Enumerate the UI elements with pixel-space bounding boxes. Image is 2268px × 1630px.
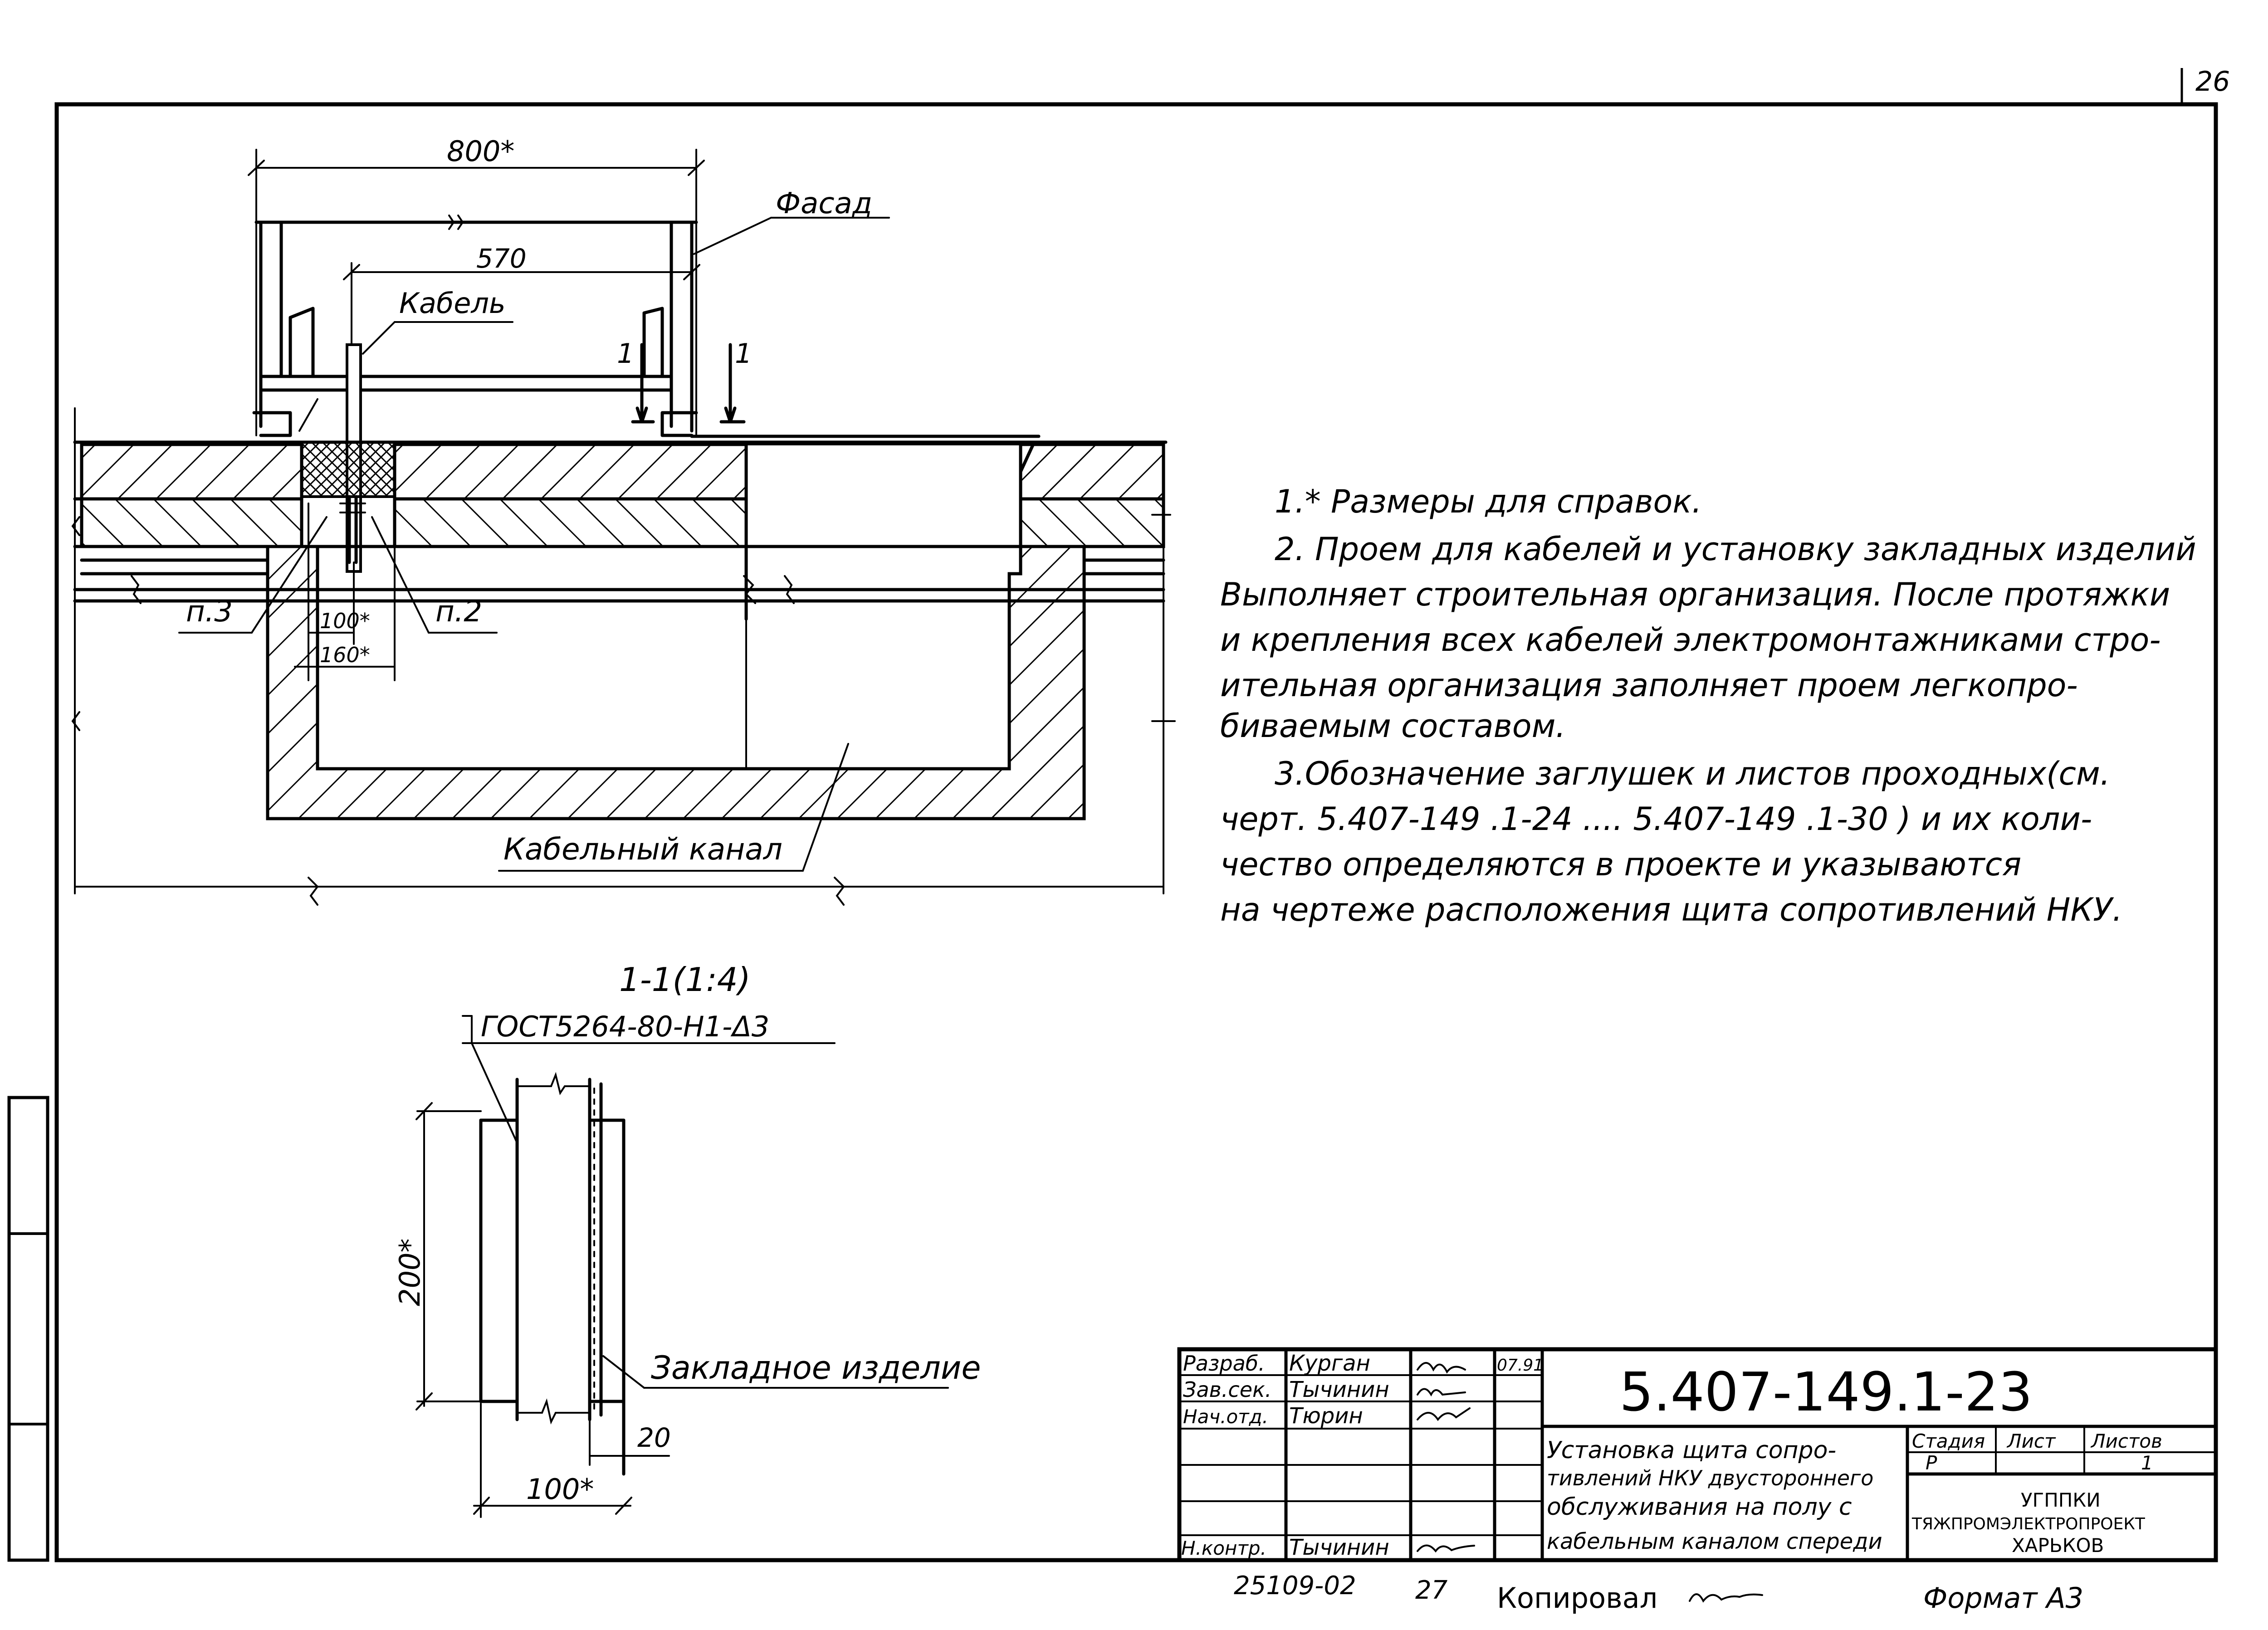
- doc-title-line-2: тивлений НКУ двустороннего: [1547, 1466, 1873, 1490]
- dim-800: 800*: [447, 135, 514, 168]
- note-line-7: 3.Обозначение заглушек и листов проходны…: [1275, 755, 2110, 792]
- tb-role-2: Нач.отд.: [1183, 1406, 1268, 1428]
- tb-date-0: 07.91: [1497, 1356, 1544, 1375]
- callout-p2: п.2: [435, 595, 482, 629]
- tb-stage-header: Стадия: [1912, 1430, 1985, 1452]
- section-mark-left: 1: [617, 338, 634, 370]
- dim-200: 200*: [393, 1239, 426, 1306]
- note-line-1: 1.* Размеры для справок.: [1275, 483, 1702, 520]
- doc-title-line-4: кабельным каналом спереди: [1547, 1529, 1882, 1554]
- dim-100-section: 100*: [526, 1473, 594, 1506]
- tb-role-6: Н.контр.: [1181, 1537, 1266, 1559]
- label-cable: Кабель: [399, 287, 506, 320]
- callout-p3: п.3: [186, 595, 233, 629]
- label-facade: Фасад: [776, 187, 872, 220]
- tb-sheet-header: Лист: [2006, 1430, 2056, 1452]
- tb-name-0: Курган: [1289, 1351, 1370, 1376]
- note-line-3: Выполняет строительная организация. Посл…: [1220, 576, 2170, 613]
- sheet-footer: 25109-02 27 Копировал Формат А3: [1234, 1571, 2083, 1615]
- tb-role-0: Разраб.: [1183, 1351, 1265, 1376]
- doc-title-line-1: Установка щита сопро-: [1547, 1437, 1836, 1464]
- general-notes: 1.* Размеры для справок. 2. Проем для ка…: [1220, 483, 2196, 928]
- footer-copied-by: Копировал: [1497, 1581, 1657, 1615]
- tb-name-6: Тычинин: [1289, 1535, 1389, 1560]
- dim-160-plan: 160*: [320, 643, 370, 667]
- dim-570: 570: [476, 243, 527, 274]
- org-line-3: ХАРЬКОВ: [2012, 1534, 2104, 1557]
- title-block: Разраб. Зав.сек. Нач.отд. Н.контр. Курга…: [1177, 1347, 2218, 1562]
- doc-title-line-3: обслуживания на полу с: [1547, 1493, 1852, 1521]
- dim-100-plan: 100*: [320, 609, 370, 633]
- note-line-10: на чертеже расположения щита сопротивлен…: [1220, 891, 2122, 928]
- note-line-6: биваемым составом.: [1220, 708, 1566, 745]
- org-line-1: УГППКИ: [2021, 1489, 2101, 1511]
- note-line-8: черт. 5.407-149 .1-24 .... 5.407-149 .1-…: [1220, 800, 2092, 838]
- sheet-frame: 26: [7, 66, 2230, 1562]
- tb-name-1: Тычинин: [1289, 1377, 1389, 1402]
- document-code: 5.407-149.1-23: [1619, 1361, 2033, 1423]
- footer-page: 27: [1415, 1576, 1448, 1605]
- tb-sheets-header: Листов: [2090, 1430, 2162, 1452]
- footer-format: Формат А3: [1923, 1581, 2083, 1615]
- tb-stage-value: Р: [1926, 1452, 1937, 1474]
- section-title: 1-1(1:4): [619, 961, 751, 999]
- tb-role-1: Зав.сек.: [1183, 1377, 1271, 1402]
- note-line-9: чество определяются в проекте и указываю…: [1220, 846, 2021, 883]
- section-mark-right: 1: [735, 338, 752, 370]
- tb-sheets-value: 1: [2141, 1452, 2153, 1474]
- label-cable-channel: Кабельный канал: [503, 832, 782, 867]
- weld-symbol: ГОСТ5264-80-Н1-Δ3: [481, 1010, 769, 1043]
- plan-drawing: 800* 570 Фасад Кабель 1: [71, 135, 1176, 906]
- label-embedded-part: Закладное изделие: [651, 1349, 981, 1386]
- tb-name-2: Тюрин: [1289, 1403, 1363, 1429]
- note-line-4: и крепления всех кабелей электромонтажни…: [1220, 621, 2161, 659]
- sheet-corner-number: 26: [2195, 66, 2230, 98]
- note-line-2: 2. Проем для кабелей и установку закладн…: [1275, 531, 2196, 568]
- org-line-2: ТЯЖПРОМЭЛЕКТРОПРОЕКТ: [1911, 1515, 2146, 1533]
- footer-inventory: 25109-02: [1234, 1571, 1356, 1601]
- copied-by-signature: [1689, 1593, 1763, 1603]
- section-1-1: 1-1(1:4) ГОСТ5264-80-Н1-Δ3 200* Закладно…: [393, 961, 981, 1518]
- note-line-5: ительная организация заполняет проем лег…: [1220, 667, 2078, 704]
- dim-20: 20: [637, 1422, 671, 1453]
- signatures: [1417, 1362, 1475, 1553]
